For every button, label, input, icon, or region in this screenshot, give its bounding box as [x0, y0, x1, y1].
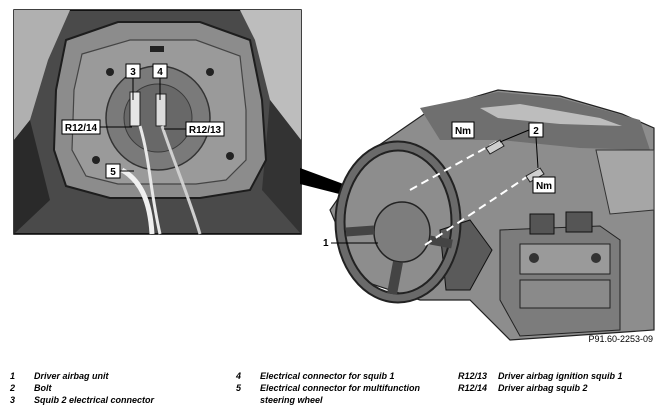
dashboard-drawing [329, 89, 655, 341]
inset-callouts: 3 4 R12/14 R12/13 5 [61, 63, 225, 179]
callout-5: 5 [110, 167, 116, 178]
installation-diagram: 3 4 R12/14 R12/13 5 [13, 9, 655, 341]
legend: 1 Driver airbag unit 2 Bolt 3 Squib 2 el… [10, 371, 623, 405]
callout-3: 3 [130, 67, 136, 78]
legend-item: R12/13 Driver airbag ignition squib 1 [458, 371, 623, 381]
torque-label-1: Nm [455, 126, 471, 137]
figure-code: P91.60-2253-09 [588, 334, 653, 344]
main-callouts: Nm Nm 2 1 [323, 121, 556, 249]
legend-item: 4 Electrical connector for squib 1 [236, 371, 395, 381]
callout-2: 2 [533, 126, 539, 137]
torque-label-2: Nm [536, 181, 552, 192]
inset-photo [13, 9, 302, 235]
callout-1: 1 [323, 238, 329, 249]
legend-item: 2 Bolt [10, 383, 52, 393]
callout-r12-13: R12/13 [189, 125, 222, 136]
callout-r12-14: R12/14 [65, 123, 98, 134]
legend-item: 5 Electrical connector for multifunction [236, 383, 421, 393]
legend-item: 1 Driver airbag unit [10, 371, 109, 381]
callout-4: 4 [157, 67, 163, 78]
legend-item: R12/14 Driver airbag squib 2 [458, 383, 588, 393]
legend-item: 3 Squib 2 electrical connector [10, 395, 155, 405]
